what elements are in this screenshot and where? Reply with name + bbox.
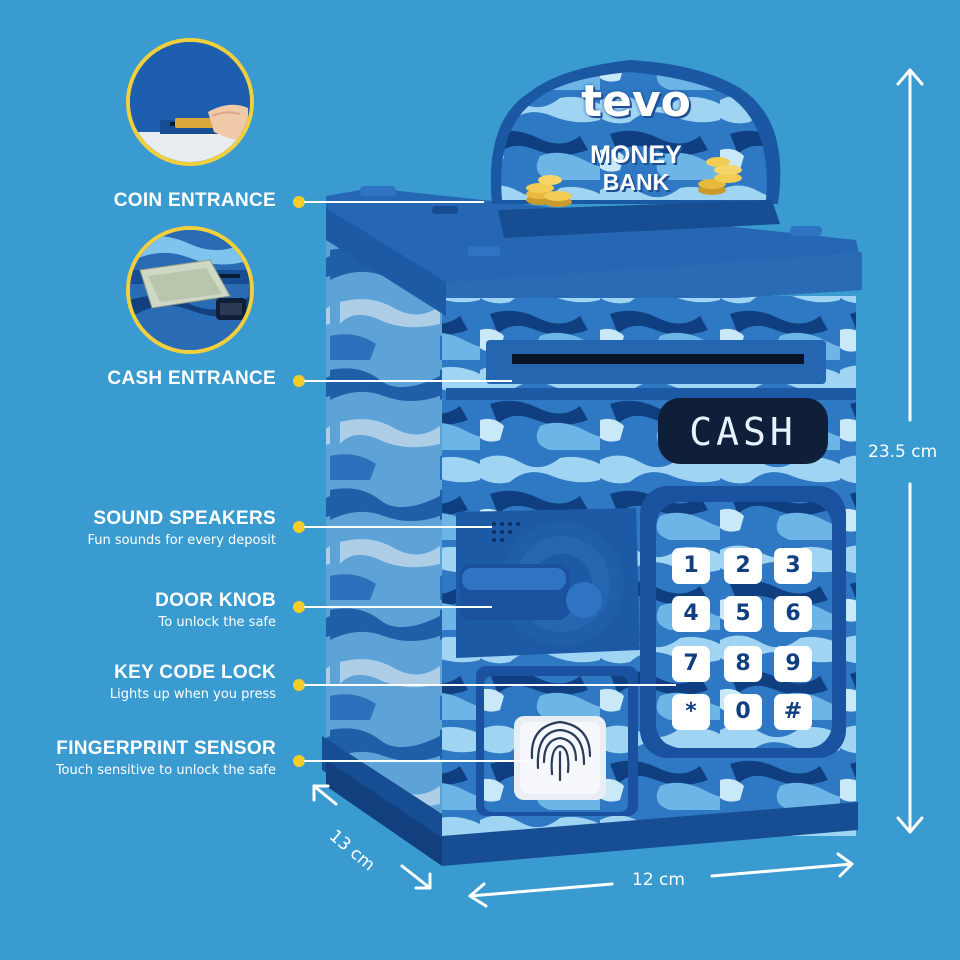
- feature-subtitle: Lights up when you press: [109, 687, 276, 702]
- feature-cash-entrance: CASH ENTRANCE: [107, 368, 276, 390]
- key-code-lock-dot: [293, 679, 305, 691]
- cash-entrance-dot: [293, 375, 305, 387]
- key-hash: #: [774, 694, 812, 730]
- feature-subtitle: Touch sensitive to unlock the safe: [55, 763, 276, 778]
- feature-title: CASH ENTRANCE: [107, 368, 276, 389]
- key-1: 1: [672, 548, 710, 584]
- cash-entrance-leader: [304, 380, 512, 382]
- feature-title: COIN ENTRANCE: [113, 190, 276, 211]
- key-3: 3: [774, 548, 812, 584]
- door-knob-dot: [293, 601, 305, 613]
- feature-sound-speakers: SOUND SPEAKERS Fun sounds for every depo…: [87, 508, 276, 548]
- brand-logo: tevo: [581, 76, 691, 127]
- key-9: 9: [774, 646, 812, 682]
- cash-slot-closeup-illustration: [130, 230, 250, 350]
- product-name-line2: BANK: [602, 169, 670, 195]
- key-5: 5: [724, 596, 762, 632]
- sound-speakers-leader: [304, 526, 492, 528]
- key-star: *: [672, 694, 710, 730]
- key-code-lock-leader: [304, 684, 676, 686]
- key-7: 7: [672, 646, 710, 682]
- key-4: 4: [672, 596, 710, 632]
- coin-stack-left-icon: [526, 175, 572, 207]
- feature-coin-entrance: COIN ENTRANCE: [114, 190, 276, 212]
- feature-door-knob: DOOR KNOB To unlock the safe: [155, 590, 276, 630]
- fingerprint-sensor-dot: [293, 755, 305, 767]
- feature-title: DOOR KNOB: [155, 590, 276, 611]
- feature-title: FINGERPRINT SENSOR: [56, 738, 276, 759]
- feature-subtitle: To unlock the safe: [158, 615, 276, 630]
- key-2: 2: [724, 548, 762, 584]
- feature-title: SOUND SPEAKERS: [93, 508, 276, 529]
- product-name-line1: MONEY: [590, 141, 682, 169]
- fingerprint-sensor-leader: [304, 760, 530, 762]
- feature-fingerprint-sensor: FINGERPRINT SENSOR Touch sensitive to un…: [56, 738, 276, 778]
- sound-speakers-dot: [293, 521, 305, 533]
- feature-key-code-lock: KEY CODE LOCK Lights up when you press: [110, 662, 276, 702]
- key-8: 8: [724, 646, 762, 682]
- coin-stack-right-icon: [698, 157, 742, 195]
- feature-subtitle: Fun sounds for every deposit: [87, 533, 276, 548]
- keypad: 1 2 3 4 5 6 7 8 9 * 0 #: [672, 548, 822, 730]
- cash-display: CASH: [689, 410, 797, 454]
- coin-entrance-dot: [293, 196, 305, 208]
- cash-slot-closeup: [126, 226, 254, 354]
- height-dimension-label: 23.5 cm: [868, 442, 938, 462]
- key-6: 6: [774, 596, 812, 632]
- feature-title: KEY CODE LOCK: [114, 662, 276, 683]
- width-dimension-label: 12 cm: [632, 870, 685, 890]
- door-knob-leader: [304, 606, 492, 608]
- coin-entrance-leader: [304, 201, 484, 203]
- key-0: 0: [724, 694, 762, 730]
